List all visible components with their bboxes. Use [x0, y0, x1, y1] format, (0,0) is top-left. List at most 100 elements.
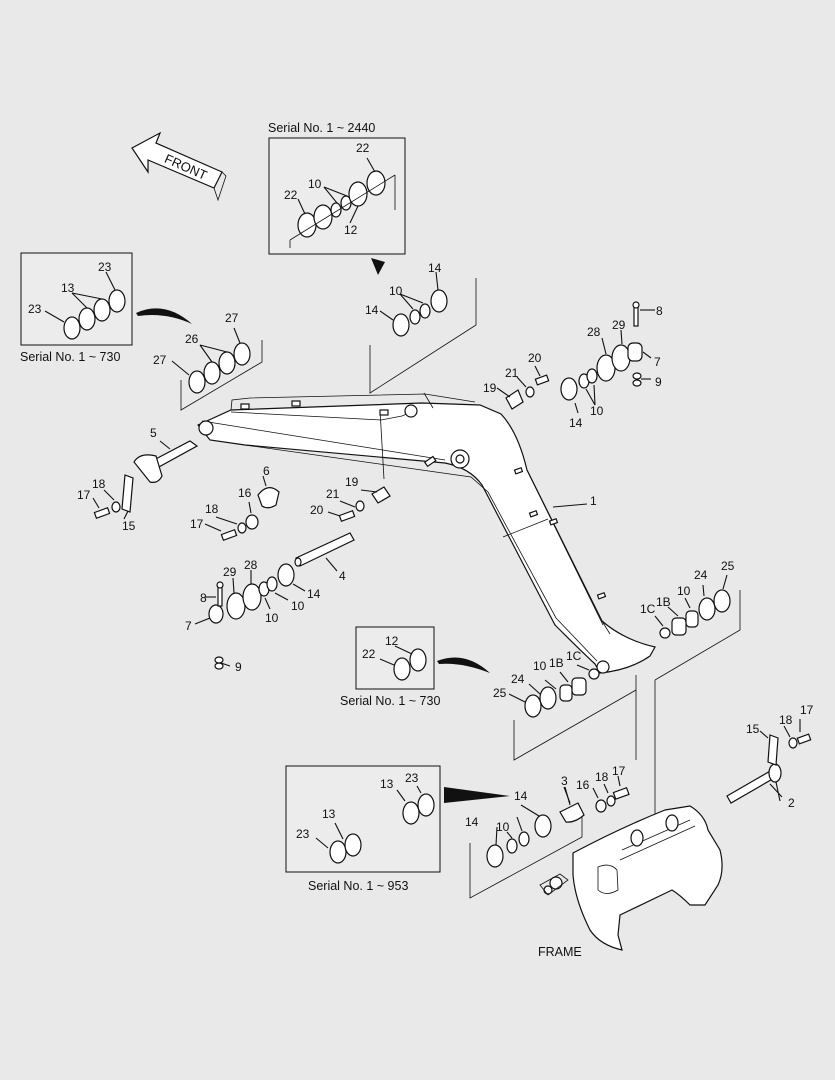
- callout-1Cb: 1C: [640, 602, 656, 616]
- serial-box-top: [268, 137, 406, 255]
- callout-4: 4: [339, 569, 346, 583]
- serial-label-middle: Serial No. 1 ~ 730: [340, 694, 440, 708]
- callout-12a: 12: [344, 223, 358, 237]
- callout-14f: 14: [465, 815, 479, 829]
- callout-18a: 18: [92, 477, 106, 491]
- callout-6: 6: [263, 464, 270, 478]
- serial-label-top: Serial No. 1 ~ 2440: [268, 121, 375, 135]
- callout-10e: 10: [291, 599, 305, 613]
- callout-14e: 14: [514, 789, 528, 803]
- callout-18c: 18: [595, 770, 609, 784]
- callout-17b: 17: [190, 517, 204, 531]
- callout-16a: 16: [238, 486, 252, 500]
- callout-labels: 1234567788991010101010101010121213131314…: [28, 141, 814, 841]
- callout-26: 26: [185, 332, 199, 346]
- callout-24b: 24: [694, 568, 708, 582]
- callout-13b: 13: [380, 777, 394, 791]
- callout-16b: 16: [576, 778, 590, 792]
- frame-label: FRAME: [538, 945, 582, 959]
- callout-14a: 14: [428, 261, 442, 275]
- callout-20a: 20: [528, 351, 542, 365]
- callout-23c: 23: [405, 771, 419, 785]
- callout-27a: 27: [225, 311, 239, 325]
- callout-1Bb: 1B: [656, 595, 671, 609]
- callout-5: 5: [150, 426, 157, 440]
- callout-14c: 14: [569, 416, 583, 430]
- cap-part-6: [257, 487, 280, 509]
- callout-9a: 9: [655, 375, 662, 389]
- callout-10f: 10: [533, 659, 547, 673]
- callout-21b: 21: [326, 487, 340, 501]
- callout-12b: 12: [385, 634, 399, 648]
- callout-21a: 21: [505, 366, 519, 380]
- bolt-group-top: [505, 374, 550, 410]
- callout-17d: 17: [800, 703, 814, 717]
- pointer-middle-icon: [437, 657, 490, 673]
- pin-part-5: [133, 440, 199, 483]
- pin-part-4: [294, 532, 355, 567]
- callout-10g: 10: [677, 584, 691, 598]
- pointer-top-icon: [371, 258, 385, 275]
- callout-10c: 10: [590, 404, 604, 418]
- serial-box-bottom: [285, 765, 441, 873]
- callout-1: 1: [590, 494, 597, 508]
- callout-24a: 24: [511, 672, 525, 686]
- callout-25b: 25: [721, 559, 735, 573]
- washer-stack-left-pin: [171, 327, 263, 411]
- callout-28a: 28: [587, 325, 601, 339]
- callout-29b: 29: [223, 565, 237, 579]
- callout-15a: 15: [122, 519, 136, 533]
- callout-14b: 14: [365, 303, 379, 317]
- callout-22a: 22: [356, 141, 370, 155]
- washer-stack-right-pin: [560, 301, 655, 414]
- callout-19a: 19: [483, 381, 497, 395]
- callout-1Ba: 1B: [549, 656, 564, 670]
- leader-lines: [92, 365, 781, 804]
- callout-28b: 28: [244, 558, 258, 572]
- bolt-group-left: [93, 474, 391, 670]
- callout-19b: 19: [345, 475, 359, 489]
- callout-10b: 10: [389, 284, 403, 298]
- callout-2: 2: [788, 796, 795, 810]
- pointer-bottom-icon: [444, 787, 510, 803]
- callout-27b: 27: [153, 353, 167, 367]
- callout-13c: 13: [322, 807, 336, 821]
- serial-box-left: [20, 252, 133, 346]
- callout-7b: 7: [185, 619, 192, 633]
- callout-7a: 7: [654, 355, 661, 369]
- callout-13a: 13: [61, 281, 75, 295]
- callout-22b: 22: [284, 188, 298, 202]
- callout-17c: 17: [612, 764, 626, 778]
- frame-part: [469, 719, 812, 951]
- boom-part-1: [197, 392, 656, 674]
- serial-box-middle: [355, 626, 435, 690]
- callout-10d: 10: [265, 611, 279, 625]
- pointer-left-icon: [136, 308, 192, 324]
- callout-23a: 23: [98, 260, 112, 274]
- callout-9b: 9: [235, 660, 242, 674]
- callout-17a: 17: [77, 488, 91, 502]
- washer-stack-top-pin: [369, 271, 477, 394]
- serial-label-bottom: Serial No. 1 ~ 953: [308, 879, 408, 893]
- callout-22c: 22: [362, 647, 376, 661]
- callout-18b: 18: [205, 502, 219, 516]
- callout-14d: 14: [307, 587, 321, 601]
- callout-10h: 10: [496, 820, 510, 834]
- callout-3: 3: [561, 774, 568, 788]
- callout-23b: 23: [28, 302, 42, 316]
- front-arrow-icon: FRONT: [131, 131, 227, 202]
- callout-15b: 15: [746, 722, 760, 736]
- callout-23d: 23: [296, 827, 310, 841]
- serial-label-left: Serial No. 1 ~ 730: [20, 350, 120, 364]
- washer-stack-boom-foot: [508, 574, 741, 815]
- callout-18d: 18: [779, 713, 793, 727]
- callout-10a: 10: [308, 177, 322, 191]
- callout-25a: 25: [493, 686, 507, 700]
- callout-20b: 20: [310, 503, 324, 517]
- callout-29a: 29: [612, 318, 626, 332]
- callout-8b: 8: [200, 591, 207, 605]
- callout-8a: 8: [656, 304, 663, 318]
- callout-1Ca: 1C: [566, 649, 582, 663]
